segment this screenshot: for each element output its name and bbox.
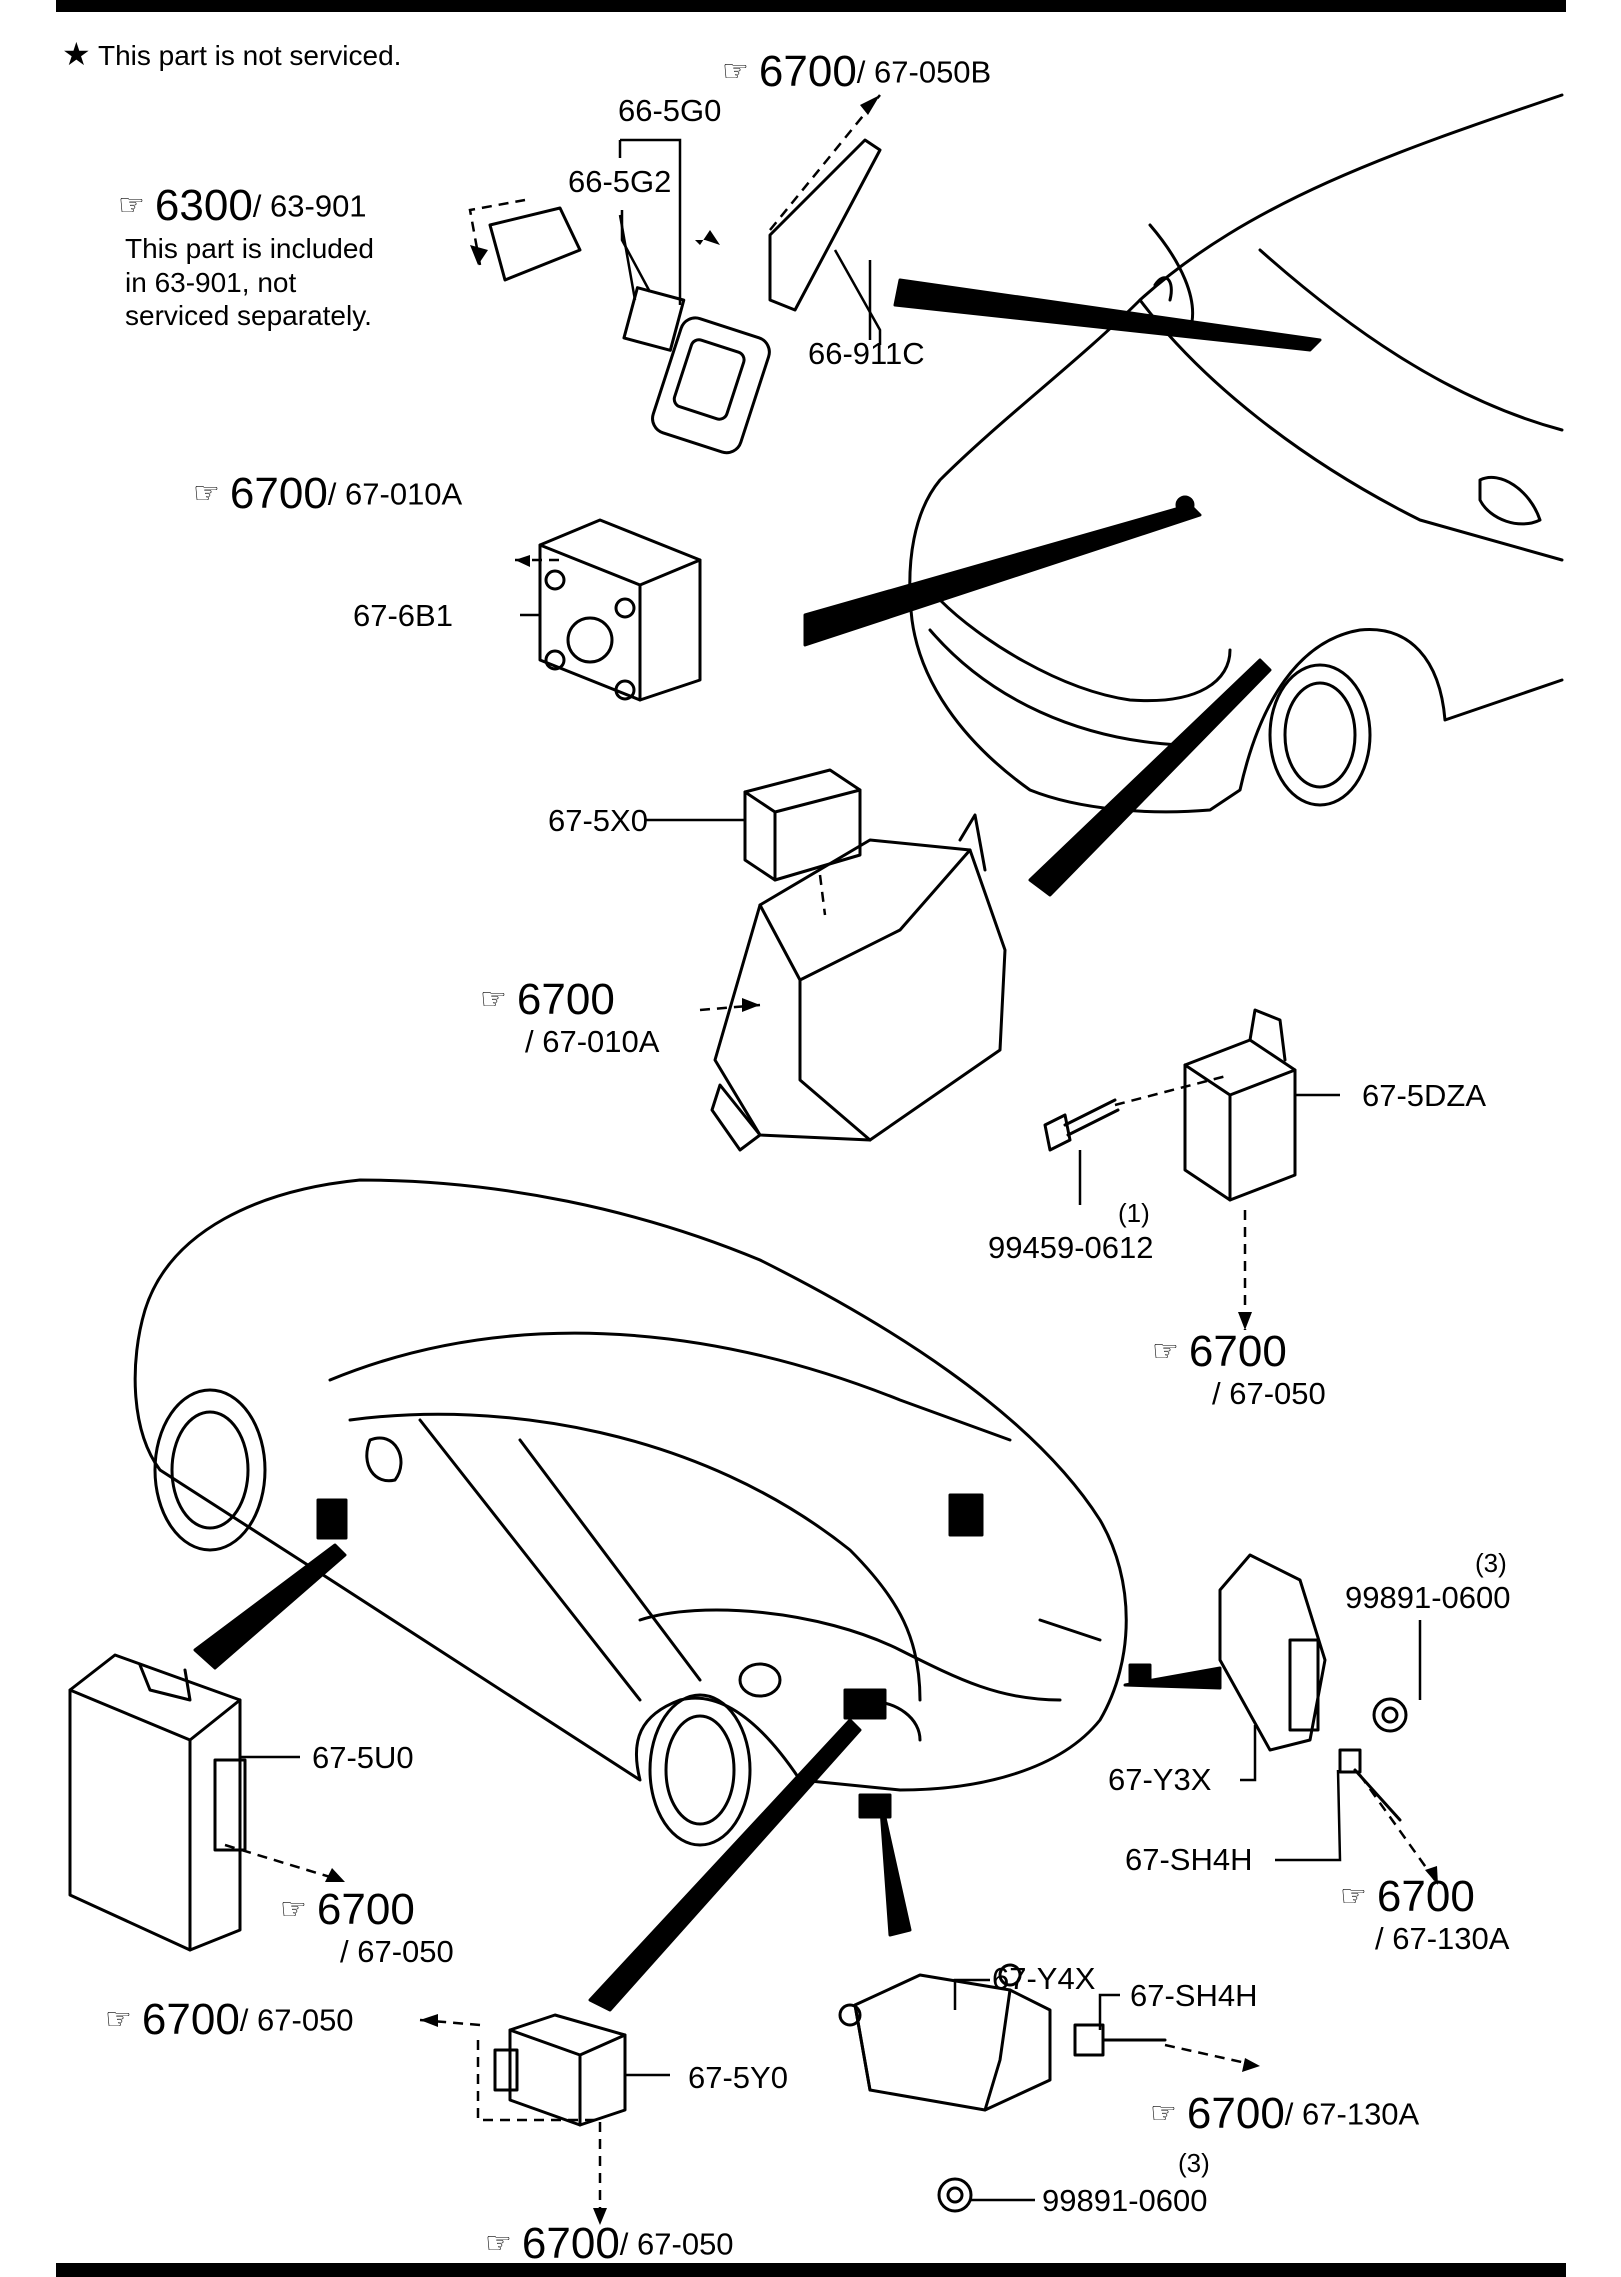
bolt-99459 xyxy=(1043,1098,1120,1152)
top-border xyxy=(56,0,1566,12)
part-675Y0: 67-5Y0 xyxy=(688,2060,788,2095)
part-665G0: 66-5G0 xyxy=(618,93,722,128)
hand-pointer-icon: ☞ xyxy=(118,189,145,222)
qty-99459: (1) xyxy=(1118,1198,1150,1228)
ref-6700-67-050-5y0-left: ☞6700/ 67-050 xyxy=(105,1995,354,2044)
legend-text: This part is not serviced. xyxy=(97,40,402,71)
part-67Y4X: 67-Y4X xyxy=(992,1961,1096,1996)
part-665G2: 66-5G2 xyxy=(568,164,672,199)
hand-pointer-icon: ☞ xyxy=(1152,1335,1179,1368)
module-675DZA xyxy=(1183,1008,1297,1202)
cover-675X0 xyxy=(743,768,862,882)
ref-6700-67-010A-top: ☞6700/ 67-010A xyxy=(193,469,463,518)
part-67SH4H-a: 67-SH4H xyxy=(1125,1842,1253,1877)
part-99459: 99459-0612 xyxy=(988,1230,1154,1265)
hand-pointer-icon: ☞ xyxy=(193,477,220,510)
hand-pointer-icon: ☞ xyxy=(480,983,507,1016)
bottom-border xyxy=(56,2263,1566,2277)
ref-6300-63-901: ☞6300/ 63-901 xyxy=(118,181,367,230)
qty-99891-a: (3) xyxy=(1475,1548,1507,1578)
part-675X0: 67-5X0 xyxy=(548,803,648,838)
ref-6700-67-050-5u0: ☞6700 / 67-050 xyxy=(280,1885,454,1969)
hand-pointer-icon: ☞ xyxy=(722,55,749,88)
fuse-box xyxy=(710,813,1007,1152)
module-675U0 xyxy=(68,1653,247,1952)
included-note: This part is included in 63-901, not ser… xyxy=(125,233,375,332)
hand-pointer-icon: ☞ xyxy=(1340,1880,1367,1913)
part-66911C: 66-911C xyxy=(808,336,925,371)
module-67Y3X xyxy=(1218,1553,1408,1822)
part-67Y3X: 67-Y3X xyxy=(1108,1762,1212,1797)
part-99891-b: 99891-0600 xyxy=(1042,2183,1208,2218)
hand-pointer-icon: ☞ xyxy=(280,1893,307,1926)
star-icon: ★ xyxy=(62,36,91,72)
module-676B1 xyxy=(538,518,702,702)
front-car-outline xyxy=(908,93,1564,814)
part-676B1: 67-6B1 xyxy=(353,598,453,633)
key-remote xyxy=(488,138,882,455)
part-675DZA: 67-5DZA xyxy=(1362,1078,1487,1113)
module-675Y0 xyxy=(493,2013,627,2127)
ref-6700-67-050-5y0-bottom: ☞6700/ 67-050 xyxy=(485,2219,734,2268)
part-67SH4H-b: 67-SH4H xyxy=(1130,1978,1258,2013)
legend: ★ This part is not serviced. xyxy=(62,38,401,70)
module-67Y4X xyxy=(838,1963,1167,2112)
hand-pointer-icon: ☞ xyxy=(485,2227,512,2260)
qty-99891-b: (3) xyxy=(1178,2148,1210,2178)
ref-6700-67-130A-y4x: ☞6700/ 67-130A xyxy=(1150,2089,1420,2138)
hand-pointer-icon: ☞ xyxy=(105,2003,132,2036)
part-675U0: 67-5U0 xyxy=(312,1740,414,1775)
part-99891-a: 99891-0600 xyxy=(1345,1580,1511,1615)
ref-6700-67-010A-fusebox: ☞6700 / 67-010A xyxy=(480,975,660,1059)
ref-6700-67-050B: ☞6700/ 67-050B xyxy=(722,47,992,96)
hand-pointer-icon: ☞ xyxy=(1150,2097,1177,2130)
ref-6700-67-130A-y3x: ☞6700 / 67-130A xyxy=(1340,1872,1510,1956)
ref-6700-67-050-dza: ☞6700 / 67-050 xyxy=(1152,1327,1326,1411)
